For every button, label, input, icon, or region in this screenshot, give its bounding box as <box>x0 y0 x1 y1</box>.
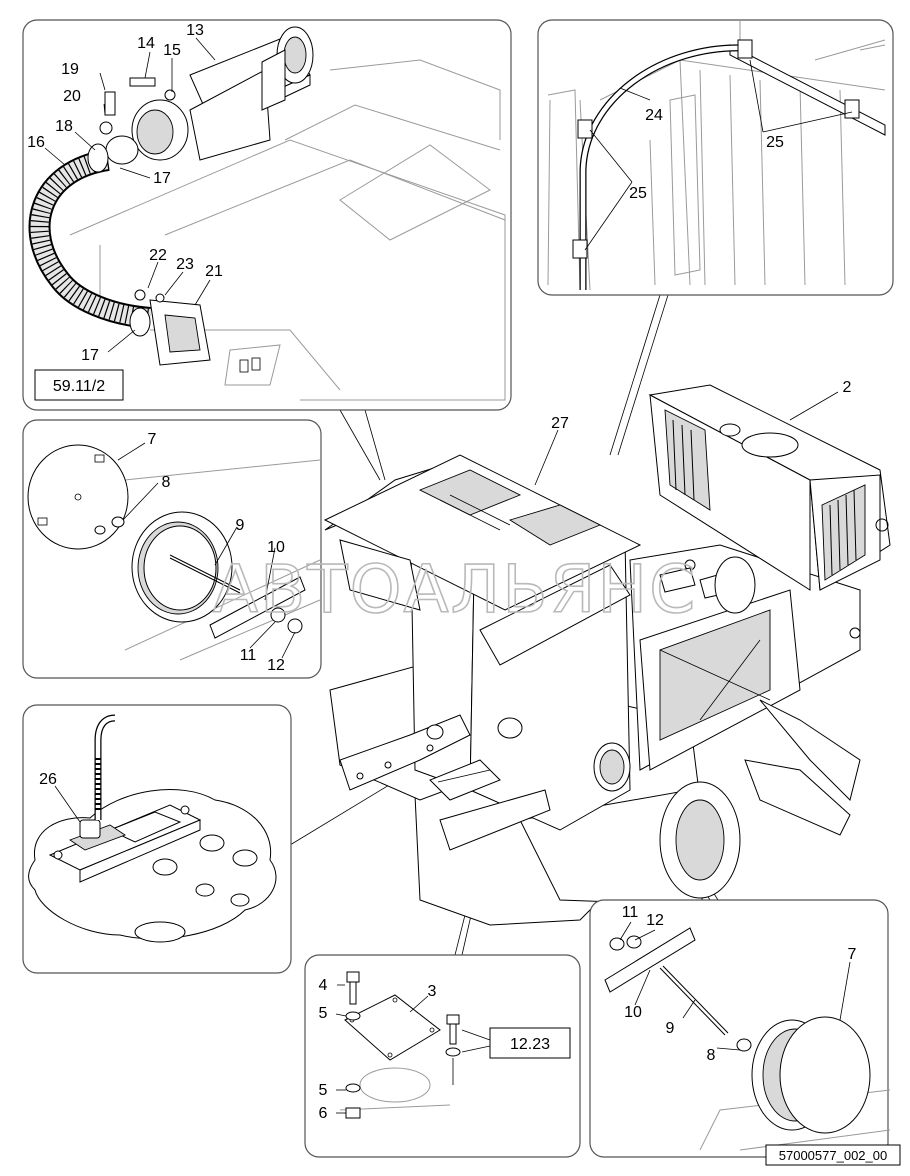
rear-cover <box>648 384 891 591</box>
frame-air-filter: 59.11/2 13 14 15 19 20 18 16 17 22 23 21… <box>22 19 512 411</box>
callout-17-top: 17 <box>153 170 171 187</box>
ref-box-59 <box>34 369 124 401</box>
callout-20: 20 <box>63 88 81 105</box>
callout-18: 18 <box>55 118 73 135</box>
callout-22: 22 <box>149 247 167 264</box>
callout-11-left: 11 <box>240 647 257 664</box>
callout-10-right: 10 <box>624 1004 642 1021</box>
callout-2: 2 <box>843 379 852 396</box>
callout-8-left: 8 <box>162 474 171 491</box>
ref-label-12: 12.23 <box>510 1036 550 1053</box>
callout-16: 16 <box>27 134 45 151</box>
callout-21: 21 <box>205 263 223 280</box>
callout-14: 14 <box>137 35 155 52</box>
ref-label-59: 59.11/2 <box>53 378 105 395</box>
callout-6: 6 <box>319 1105 328 1122</box>
callout-5-top: 5 <box>319 1005 328 1022</box>
callout-19: 19 <box>61 61 79 78</box>
callout-11-right: 11 <box>622 904 639 921</box>
frame-cable-clips: 24 25 25 <box>537 19 894 296</box>
rear-cover-grille <box>672 419 695 501</box>
frame-switch: 26 <box>22 704 292 974</box>
callout-26: 26 <box>39 771 57 788</box>
callout-25-left: 25 <box>629 185 647 202</box>
callout-7-left: 7 <box>148 431 157 448</box>
callout-15: 15 <box>163 42 181 59</box>
callout-5-bottom: 5 <box>319 1082 328 1099</box>
callout-3: 3 <box>428 983 437 1000</box>
callout-8-right: 8 <box>707 1047 716 1064</box>
main-chassis <box>323 454 861 926</box>
callout-7-right: 7 <box>848 946 857 963</box>
callout-17-bottom: 17 <box>81 347 99 364</box>
callout-23: 23 <box>176 256 194 273</box>
callout-9-right: 9 <box>666 1020 675 1037</box>
frame-inspection-plate: 12.23 4 3 5 5 6 <box>304 954 581 1158</box>
ref-box-12 <box>489 1027 571 1059</box>
callout-4: 4 <box>319 977 328 994</box>
frame-cover-disc-right: 11 12 10 9 8 7 <box>589 899 891 1158</box>
callout-24: 24 <box>645 107 663 124</box>
callout-25-right: 25 <box>766 134 784 151</box>
document-code: 57000577_002_00 <box>779 1148 887 1163</box>
callout-13: 13 <box>186 22 204 39</box>
callout-12-right: 12 <box>646 912 664 929</box>
callout-12-left: 12 <box>267 657 285 674</box>
watermark: АВТОАЛЬЯНС <box>213 551 697 628</box>
callout-10-left: 10 <box>267 539 285 556</box>
document-code-box <box>765 1144 901 1166</box>
callout-27: 27 <box>551 415 569 432</box>
callout-9-left: 9 <box>236 517 245 534</box>
frame-cover-disc: 7 8 9 10 11 12 <box>22 419 322 679</box>
